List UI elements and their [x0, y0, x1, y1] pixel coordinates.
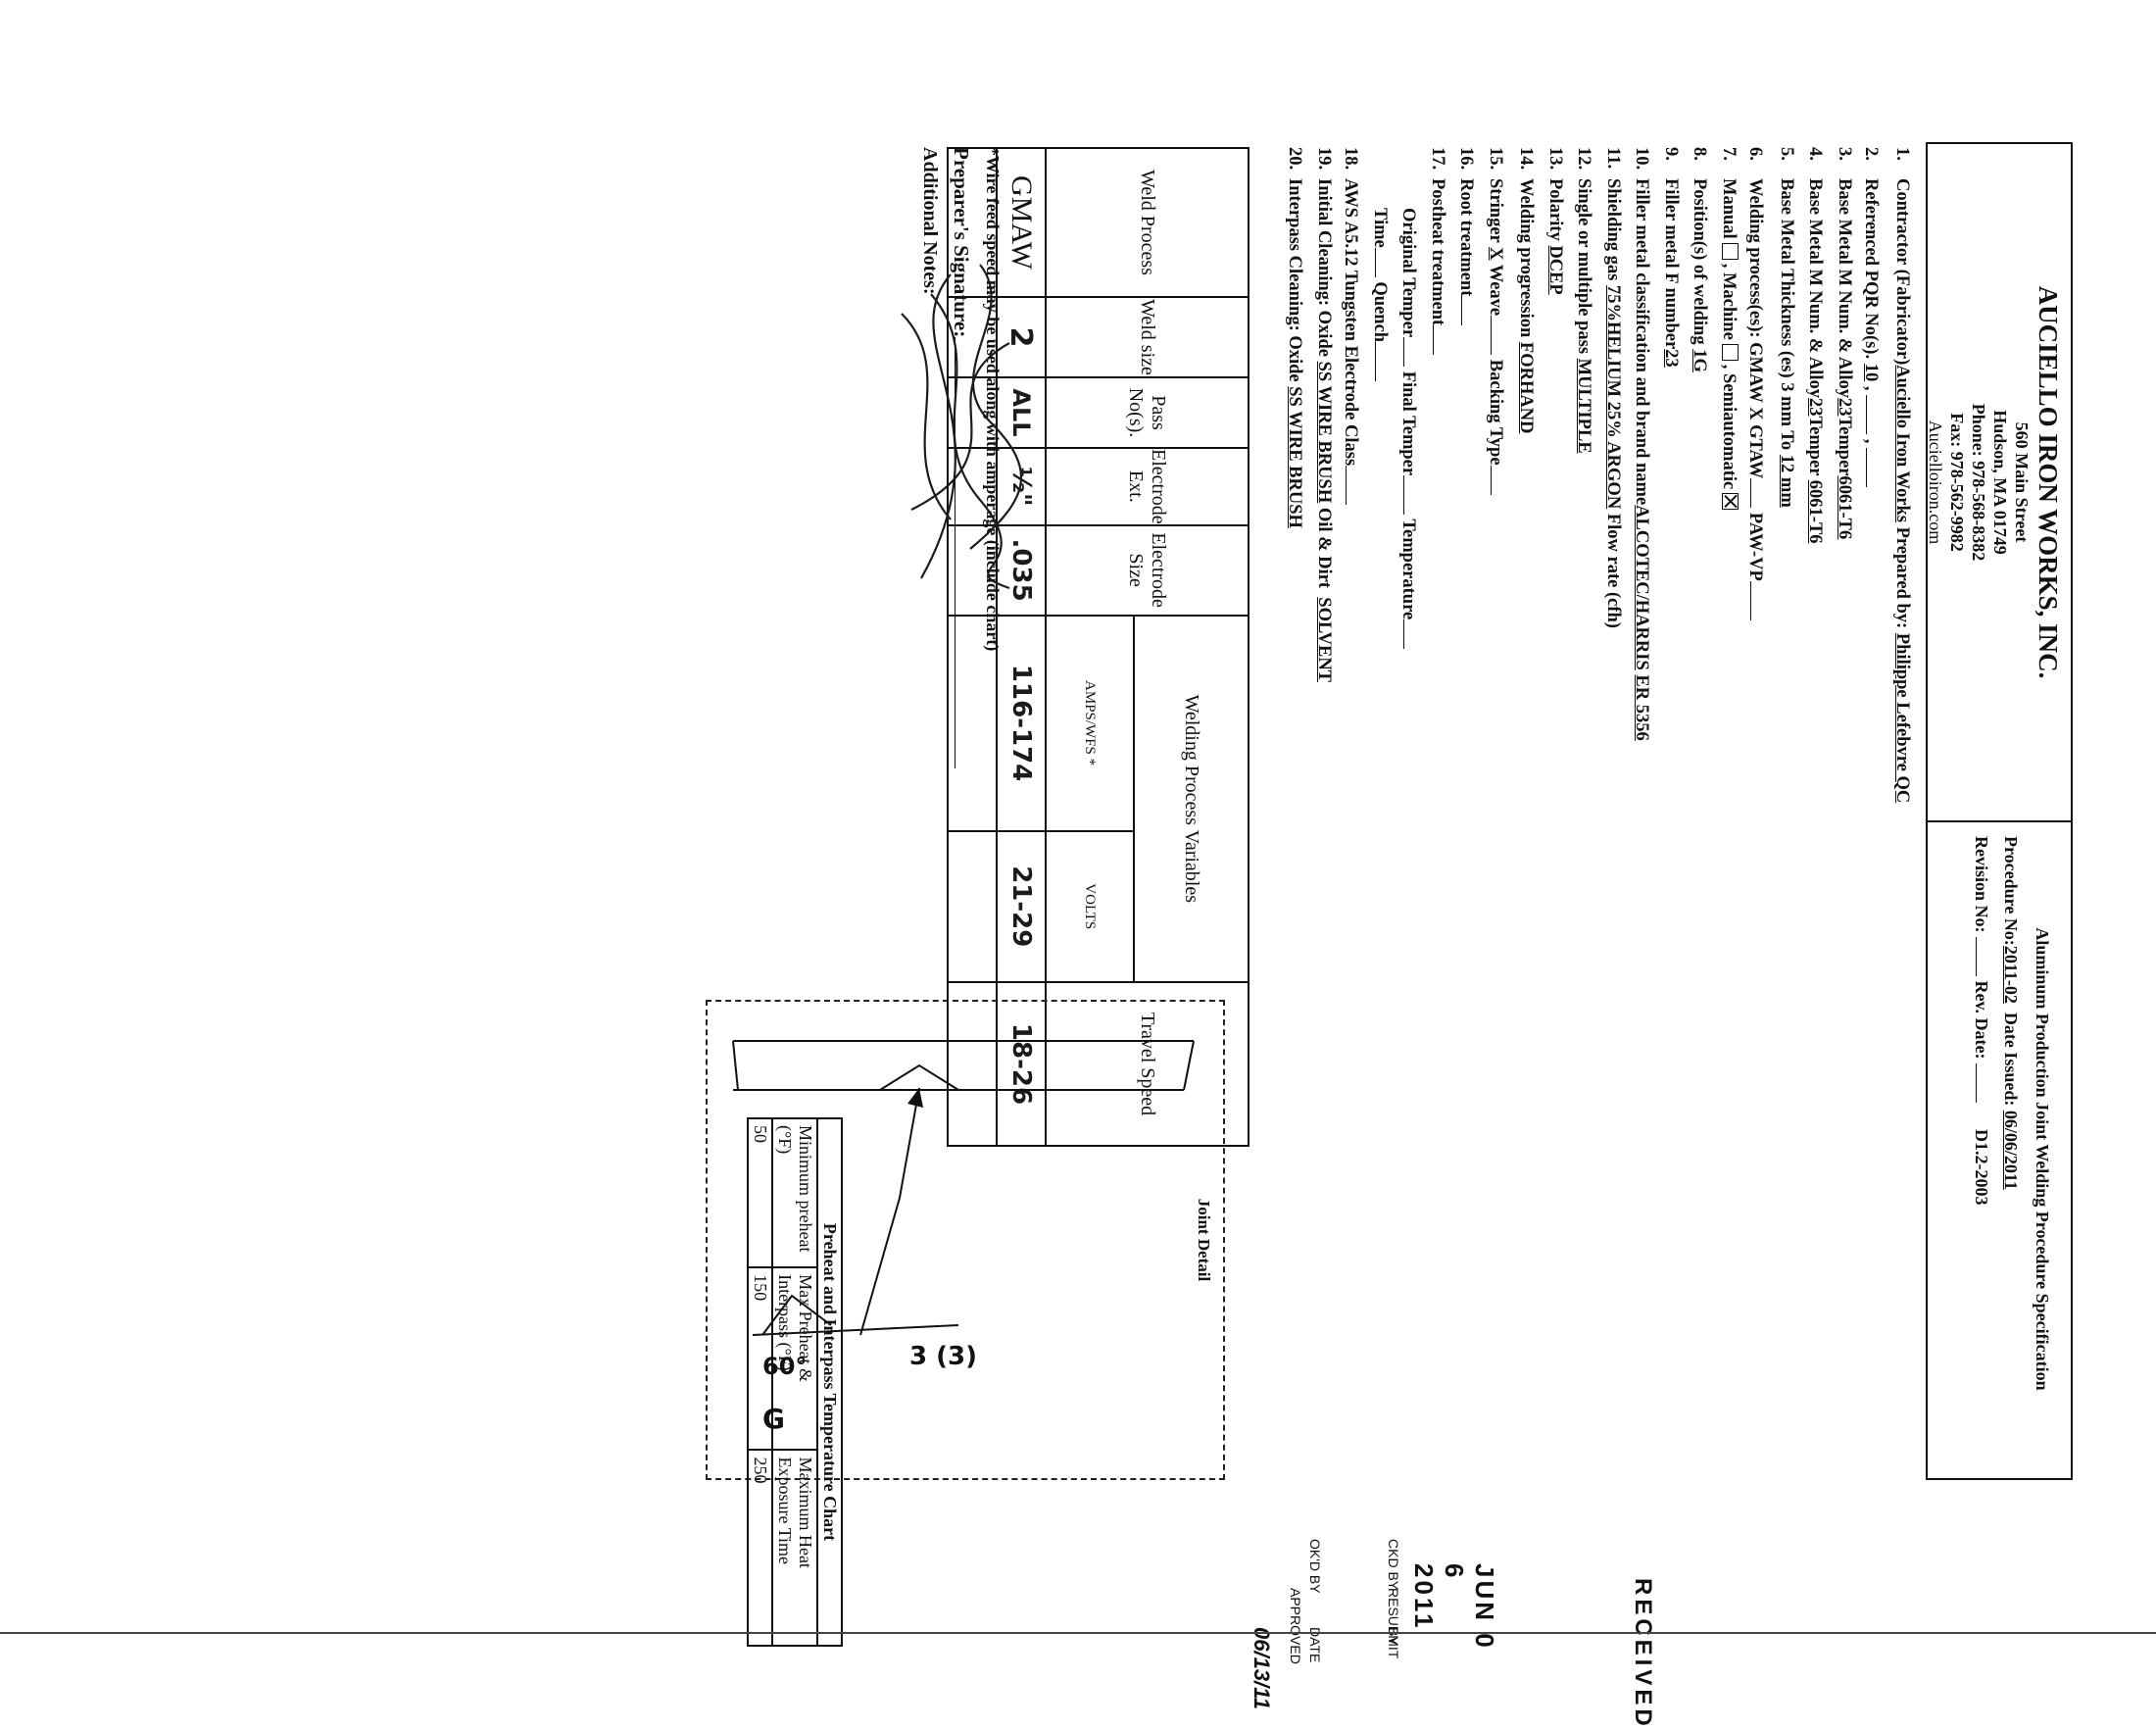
table-header-row: Weld Process Weld size Pass No(s). Elect…	[1046, 148, 1249, 1146]
item-temper: Original Temper Final Temper Temperature	[1396, 147, 1425, 1480]
item-postheat: 17.Postheat treatment	[1425, 147, 1453, 1480]
item-pqr: 2.Referenced PQR No(s). 10 , ,	[1858, 147, 1887, 1480]
semiautomatic-checkbox	[1722, 493, 1739, 511]
address-city: Hudson, MA 01749	[1990, 410, 2010, 555]
okd-by-label: OK'D BY	[1307, 1539, 1323, 1594]
item-base-metal-2: 4.Base Metal M Num. & Alloy23Temper 6061…	[1805, 147, 1826, 544]
item-base-metal-1: 3.Base Metal M Num. & Alloy23Temper6061-…	[1835, 147, 1854, 540]
item-filler-classification: 10.Filler metal classification and brand…	[1632, 147, 1652, 741]
procedure-items: 1.Contractor (Fabricator)Auciello Iron W…	[1280, 147, 1916, 1480]
wps-document: AUCIELLO IRON WORKS, INC. 560 Main Stree…	[0, 0, 2156, 1666]
preheat-value-max: 150	[748, 1267, 772, 1451]
company-fax: Fax: 978-562-9982	[1947, 413, 1967, 552]
header-volts: VOLTS	[1046, 830, 1134, 982]
preheat-col-max: Max Preheat & Interpass (°F)	[772, 1267, 817, 1451]
received-stamp: RECEIVED	[1630, 1578, 1656, 1730]
spec-block: Aluminum Production Joint Welding Proced…	[1928, 820, 2071, 1482]
approval-stamp: RECEIVED JUN 0 6 2011 CKD BY OK'D BY RES…	[637, 1539, 1911, 1730]
header-amps-wfs: AMPS/WFS *	[1046, 615, 1134, 831]
company-name: AUCIELLO IRON WORKS, INC.	[2034, 285, 2063, 679]
received-date: JUN 0 6 2011	[1409, 1563, 1499, 1651]
item-welding-process: 6.Welding process(es): GMAW X GTAW PAW-V…	[1742, 147, 1772, 1480]
cell-amps-wfs: 116-174	[997, 615, 1046, 831]
item-time-quench: Time Quench	[1367, 147, 1396, 1480]
date-issued-label: Date Issued:	[2001, 1012, 2021, 1107]
resubmit-label: RESUBMIT	[1386, 1588, 1401, 1659]
procedure-line: Procedure No:2011-02 Date Issued: 06/06/…	[1996, 836, 2026, 1482]
page-bottom-rule	[0, 1632, 2156, 1634]
item-tungsten: 18.AWS A5.12 Tungsten Electrode Class	[1338, 147, 1367, 1480]
scanned-page: AUCIELLO IRON WORKS, INC. 560 Main Stree…	[0, 0, 2156, 1666]
item-interpass-cleaning: 20.Interpass Cleaning: Oxide SS WIRE BRU…	[1285, 147, 1305, 528]
manual-checkbox	[1722, 242, 1739, 260]
item-thickness: 5.Base Metal Thickness (es) 3 mm To 12 m…	[1777, 147, 1796, 508]
code-reference: D1.2-2003	[1972, 1128, 1991, 1206]
by-label: BY	[1386, 1627, 1401, 1646]
ckd-by-label: CKD BY	[1386, 1539, 1401, 1591]
machine-checkbox	[1722, 343, 1739, 361]
header-box: AUCIELLO IRON WORKS, INC. 560 Main Stree…	[1926, 142, 2073, 1482]
item-method: 7.Manual, Machine, Semiautomatic	[1714, 147, 1743, 1480]
rev-date-blank	[1976, 1063, 1996, 1103]
company-block: AUCIELLO IRON WORKS, INC. 560 Main Stree…	[1926, 144, 2071, 820]
approved-label: APPROVED	[1288, 1588, 1303, 1664]
cell-volts: 21-29	[997, 830, 1046, 982]
header-weld-process: Weld Process	[1046, 148, 1249, 297]
item-filler-f-number: 9.Filler metal F number23	[1661, 147, 1681, 368]
handwritten-date: 06/13/11	[1250, 1627, 1274, 1710]
item-contractor: 1.Contractor (Fabricator)Auciello Iron W…	[1892, 147, 1912, 804]
item-progression: 14.Welding progression FORHAND	[1516, 147, 1537, 434]
header-pass-no: Pass No(s).	[1046, 377, 1249, 448]
header-electrode-size: Electrode Size	[1046, 524, 1249, 616]
rev-date-label: Rev. Date:	[1972, 980, 1991, 1060]
joint-angle: 60°	[762, 1353, 807, 1380]
item-root-treatment: 16.Root treatment	[1453, 147, 1483, 1480]
item-shielding-gas: 11.Shielding gas 75%HELIUM 25% ARGON Flo…	[1603, 147, 1623, 628]
company-website: Aucielloiron.com	[1926, 420, 1945, 545]
spec-title: Aluminum Production Joint Welding Proced…	[2033, 927, 2052, 1391]
procedure-number: 2011-02	[2001, 945, 2021, 1004]
header-electrode-ext: Electrode Ext.	[1046, 448, 1249, 525]
revision-blank	[1976, 937, 1996, 976]
procedure-label: Procedure No:	[2001, 836, 2021, 946]
revision-label: Revision No:	[1972, 836, 1991, 933]
signature-scribble	[901, 264, 1023, 590]
date-issued: 06/06/2011	[2001, 1110, 2021, 1190]
item-pass-type: 12.Single or multiple pass MULTIPLE	[1574, 147, 1594, 454]
revision-line: Revision No: Rev. Date: D1.2-2003	[1967, 836, 1996, 1482]
item-position: 8.Position(s) of welding 1G	[1690, 147, 1710, 372]
item-stringer-weave: 15.Stringer X Weave Backing Type	[1483, 147, 1511, 1480]
company-phone: Phone: 978-568-8382	[1969, 403, 1988, 562]
joint-weld-size: 3 (3)	[909, 1342, 977, 1371]
joint-detail-panel: Joint Detail 3 (3) 60° G	[706, 1000, 1225, 1480]
preheat-value-minimum: 50	[748, 1118, 772, 1268]
address-street: 560 Main Street	[2012, 421, 2032, 543]
header-weld-size: Weld size	[1046, 297, 1249, 377]
joint-drawing: 3 (3) 60° G	[732, 1040, 1195, 1435]
preheat-col-minimum: Minimum preheat (°F)	[772, 1118, 817, 1268]
item-initial-cleaning: 19.Initial Cleaning: Oxide SS WIRE BRUSH…	[1314, 147, 1334, 683]
joint-symbol-letter: G	[762, 1403, 785, 1435]
item-polarity: 13.Polarity DCEP	[1545, 147, 1565, 295]
header-process-variables: Welding Process Variables	[1134, 615, 1249, 982]
